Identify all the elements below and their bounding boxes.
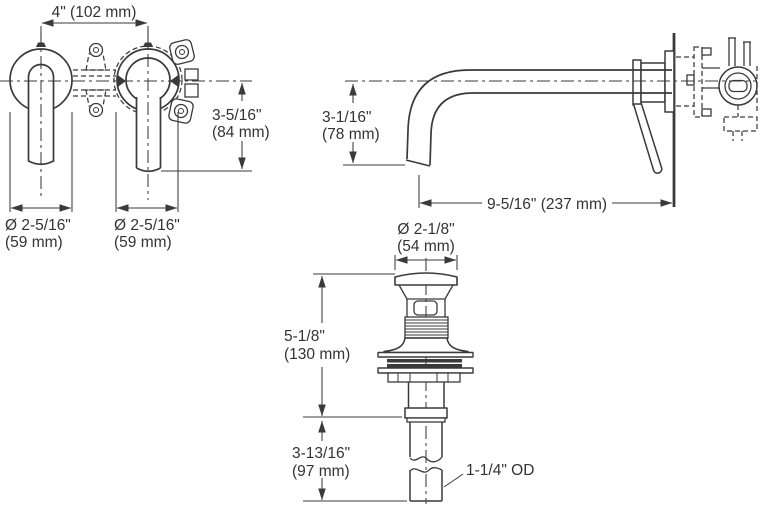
dim-handle-escutcheon-diameter: Ø 2-5/16" (59 mm) [5,112,73,251]
tailpiece-od-label: 1-1/4" OD [466,462,534,479]
tailpiece [409,422,443,502]
dim-spout-escutcheon-diameter: Ø 2-5/16" (59 mm) [114,112,180,251]
side-mounting-lugs [168,39,199,124]
handle-escutcheon-dia-line2: (59 mm) [5,234,63,251]
drain-height-line1: 5-1/8" [284,328,325,345]
handle-escutcheon-dia-line1: Ø 2-5/16" [5,217,71,234]
spout-drop-front-label-line2: (84 mm) [212,124,270,141]
slip-washer [406,417,446,423]
dim-spout-drop-side: 3-1/16" (78 mm) [322,83,405,166]
tailpiece-od-callout: 1-1/4" OD [443,462,534,488]
locknut-hex [387,372,461,383]
spout-drop-side-label-line2: (78 mm) [322,126,380,143]
in-wall-valve [676,37,758,141]
dim-spout-reach: 9-5/16" (237 mm) [418,175,673,213]
drain-neck [406,298,446,317]
drain-stopper-cap [394,272,458,286]
handle-spacing-label: 4" (102 mm) [52,4,137,21]
mounting-ring-dashed [113,45,183,115]
dim-stopper-diameter: Ø 2-1/8" (54 mm) [394,221,458,270]
tailpiece-length-line2: (97 mm) [292,463,350,480]
drain-body-tube [407,382,445,408]
drain-flange [383,337,469,354]
stopper-dia-line1: Ø 2-1/8" [397,221,454,238]
stopper-dia-line2: (54 mm) [397,238,455,255]
spout-reach-label: 9-5/16" (237 mm) [487,196,607,213]
drain-view: Ø 2-1/8" (54 mm) 5-1/8" (130 mm) 3-13/16… [284,221,534,504]
spout-escutcheon-dia-line2: (59 mm) [114,234,172,251]
locknut-plate [377,367,474,374]
mounting-bracket [73,42,116,118]
spout-drop-side-label-line1: 3-1/16" [322,109,371,126]
spout-escutcheon-dia-line1: Ø 2-5/16" [114,217,180,234]
gasket-band-1 [387,359,462,363]
dim-tailpiece-length: 3-13/16" (97 mm) [292,420,407,502]
trim-plate [632,59,642,106]
drain-height-line2: (130 mm) [284,346,350,363]
flange-washer [377,351,474,358]
front-view: 4" (102 mm) 3-5/16" (84 mm) Ø 2-5/16" (5… [0,4,270,251]
spout-side [405,69,672,167]
side-view: 3-1/16" (78 mm) 9-5/16" (237 mm) [322,33,758,213]
tailpiece-length-line1: 3-13/16" [292,445,350,462]
spout-drop-front-label-line1: 3-5/16" [212,107,261,124]
dim-drain-height: 5-1/8" (130 mm) [284,273,402,418]
dim-handle-spacing: 4" (102 mm) [40,4,149,45]
dim-spout-drop-front: 3-5/16" (84 mm) [161,82,270,172]
handle-lever-side [632,103,663,174]
slip-nut [404,407,448,419]
gasket-band-2 [387,364,462,368]
drain-threads [404,316,449,339]
valve-body [640,62,666,103]
